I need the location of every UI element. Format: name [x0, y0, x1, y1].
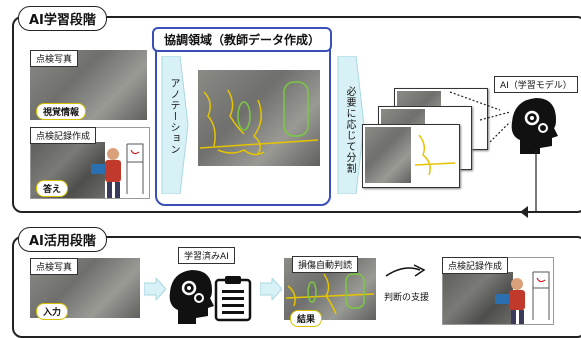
annotated-image — [198, 70, 320, 166]
usage-arrow-2 — [260, 278, 282, 300]
usage-arrow-1 — [144, 278, 166, 300]
learning-inspection-photo-label: 点検写真 — [30, 50, 79, 67]
ai-model-label: AI（学習モデル） — [494, 76, 578, 93]
trained-ai-label: 学習済みAI — [178, 247, 235, 264]
support-arrow — [385, 264, 426, 277]
auto-judgement-label: 損傷自動判読 — [292, 256, 359, 273]
result-tag: 結果 — [290, 310, 323, 327]
clipboard-icon — [214, 276, 252, 322]
learning-record-creation-label: 点検記録作成 — [30, 127, 97, 144]
split-label: 必要に応じて分割 — [344, 86, 355, 174]
answer-tag: 答え — [36, 180, 69, 197]
annotation-arrow — [161, 56, 189, 194]
annotation-label: アノテーション — [168, 78, 179, 155]
learning-stage-title: AI学習段階 — [18, 6, 107, 31]
ai-head-gear-icon — [511, 98, 558, 154]
split-to-model-connectors — [449, 91, 511, 143]
stage-connector-arrow — [520, 150, 537, 218]
usage-record-creation-label: 点検記録作成 — [442, 257, 509, 274]
usage-stage-title: AI活用段階 — [18, 227, 107, 252]
usage-inspection-photo-label: 点検写真 — [30, 258, 79, 275]
trained-ai-head-icon — [169, 270, 214, 324]
visual-info-tag: 視覚情報 — [36, 103, 87, 120]
split-arrow — [337, 56, 365, 194]
split-image-front — [362, 124, 460, 188]
support-label: 判断の支援 — [384, 293, 430, 303]
collab-region-title: 協調領域（教師データ作成） — [152, 27, 333, 52]
input-tag: 入力 — [36, 303, 69, 320]
